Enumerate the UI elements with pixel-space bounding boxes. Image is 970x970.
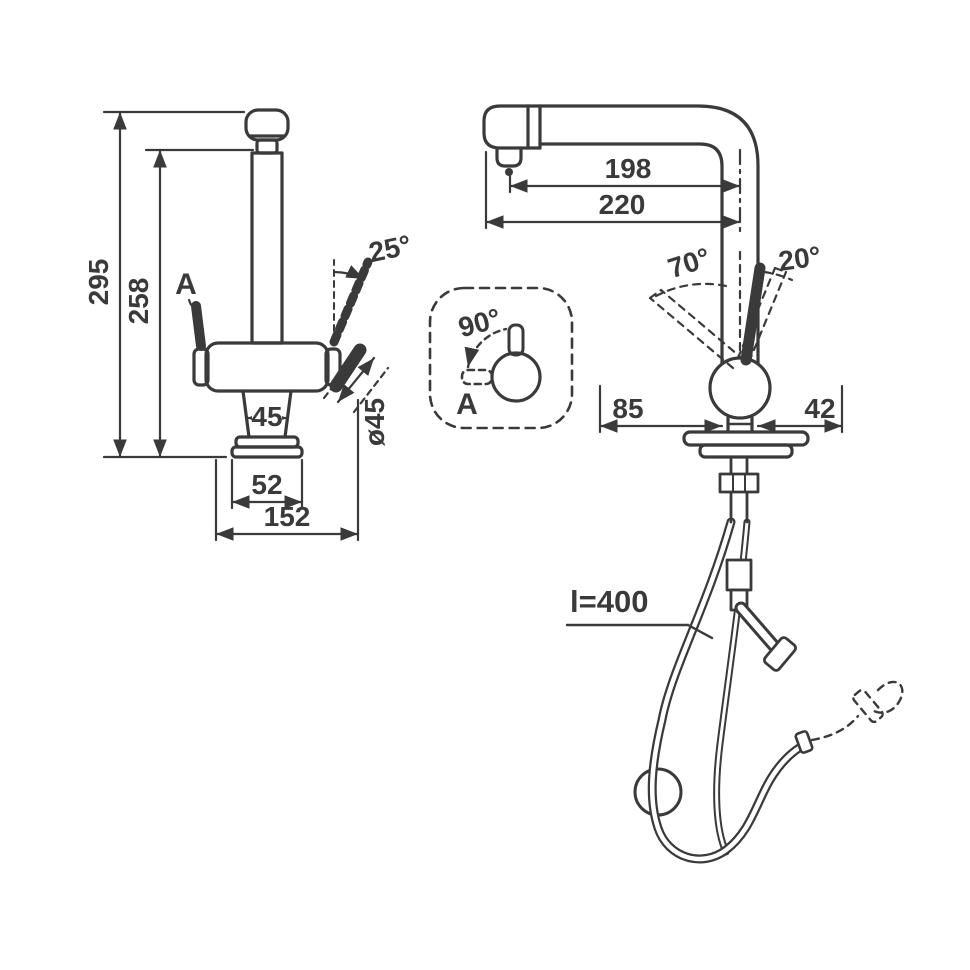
handle-angle-label: 25° (366, 229, 414, 268)
dim-overall-reach-label: 220 (599, 189, 646, 220)
dim-spout-reach-label: 198 (605, 153, 652, 184)
detail-view-a-label: A (456, 388, 478, 421)
angle-forward-label: 70° (664, 242, 714, 285)
handle-20-dashed-1 (747, 270, 788, 364)
handle-angle-arc (332, 265, 366, 281)
handle-knob-top-view (490, 351, 542, 403)
valve-assembly (725, 558, 797, 672)
escutcheon-top (682, 430, 810, 447)
hose-end-fitting (794, 730, 814, 754)
escutcheon-base (698, 443, 794, 459)
pivot-ball (708, 356, 772, 420)
diameter-dim-line (336, 356, 376, 404)
handle-70-tip (648, 288, 663, 300)
hose-length-label: l=400 (570, 584, 648, 619)
valve-diagonal-core (737, 604, 778, 650)
dim-width-overall-label: 152 (264, 501, 311, 532)
tube-inner (538, 142, 724, 374)
valve-upper-fitting (725, 558, 753, 592)
handle-70-dashed-2 (659, 288, 746, 362)
check-valve (763, 636, 797, 672)
rotation-arc (464, 327, 508, 369)
spray-hose-core (650, 519, 809, 862)
dashed-connector (852, 688, 884, 724)
base-flange (230, 445, 304, 459)
front-view-handle-rotation (329, 257, 373, 347)
front-view-dimensions (102, 110, 360, 542)
dim-width-base-label: 52 (251, 469, 282, 500)
dim-offset-back-label: 42 (804, 393, 835, 424)
spout-column (250, 151, 284, 345)
dim-offset-front-label: 85 (612, 393, 643, 424)
mounting-nut (718, 472, 760, 494)
side-view-dimensions (484, 148, 844, 640)
side-handle-lever (740, 262, 766, 366)
marker-a-leader (187, 298, 200, 324)
rotation-angle-label: 90° (455, 302, 504, 343)
dim-height-spout-label: 258 (123, 278, 154, 325)
handle-20-dashed-2 (736, 266, 777, 360)
spray-hose-dashed (810, 680, 904, 742)
side-view: 198 220 70° 20° 85 42 l=400 (482, 104, 904, 864)
section-marker-a-label: A (175, 268, 197, 301)
dim-height-total-label: 295 (83, 259, 114, 306)
dashed-hose-curl (870, 680, 904, 714)
dashed-hose-curve (810, 714, 860, 742)
detail-view-a: 90° A (428, 286, 574, 430)
base-taper-left (241, 389, 251, 439)
spray-aerator (495, 146, 523, 168)
tube-outer (538, 104, 760, 374)
angle-back-label: 20° (777, 240, 823, 277)
dim-45-mask (252, 402, 282, 426)
dim-width-inner-label: 45 (251, 401, 282, 432)
handle-20-tip (773, 266, 788, 274)
spray-head (482, 104, 542, 150)
arc-70 (654, 282, 728, 298)
handle-70-dashed-1 (648, 296, 735, 370)
arc-20 (762, 270, 794, 282)
front-view-diameter-dim (322, 352, 390, 414)
base-taper-right (283, 389, 293, 439)
hose-length-leader (686, 623, 714, 640)
side-view-faucet-body (482, 104, 810, 524)
mixer-body (204, 341, 330, 393)
front-view: 295 258 A 25° 45 52 152 ø45 (83, 108, 414, 542)
handle-stem (507, 323, 525, 357)
handle-stem-rotated-dashed (460, 368, 494, 386)
aerator (255, 138, 279, 155)
handle-swing (648, 250, 794, 370)
dim-body-diameter-label: ø45 (359, 398, 390, 446)
left-handle-lever (191, 301, 206, 351)
detail-frame (428, 286, 574, 430)
